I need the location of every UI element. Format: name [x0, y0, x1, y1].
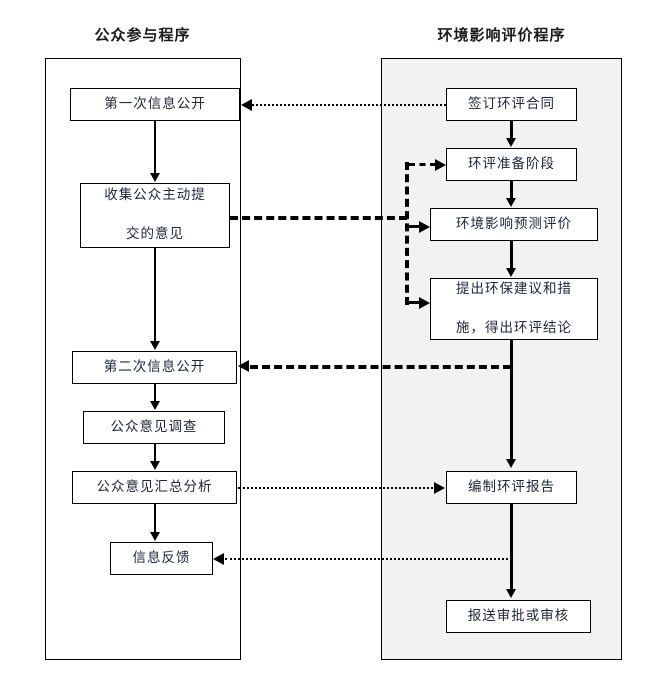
link-branch-to-impact-prediction: [409, 225, 420, 228]
column-title-left: 公众参与程序: [94, 26, 191, 44]
link-collect-opinions-to-branch: [230, 216, 407, 220]
node-suggestions[interactable]: 提出环保建议和措 施，得出环评结论: [430, 278, 598, 340]
connector-suggestions-to-report: [510, 340, 513, 461]
node-label: 编制环评报告: [468, 478, 555, 495]
arrowhead-branch-to-prep-stage: [435, 158, 446, 171]
node-label: 第二次信息公开: [103, 358, 206, 375]
node-feedback[interactable]: 信息反馈: [110, 542, 213, 575]
node-label: 公众意见调查: [110, 418, 198, 435]
connector-prep-to-prediction: [510, 181, 513, 200]
connector-contract-to-prep: [510, 121, 513, 140]
node-label: 环境影响预测评价: [456, 215, 572, 232]
branch-vertical-line: [405, 162, 409, 305]
connector-survey-to-analysis: [153, 444, 157, 463]
node-prep-stage[interactable]: 环评准备阶段: [446, 148, 577, 181]
node-label: 签订环评合同: [468, 95, 555, 112]
node-label: 提出环保建议和措 施，得出环评结论: [456, 280, 572, 336]
node-opinion-analysis[interactable]: 公众意见汇总分析: [72, 471, 237, 504]
arrowhead-contract-to-first-disclosure: [241, 98, 252, 111]
link-contract-to-first-disclosure: [252, 104, 446, 106]
arrowhead-suggestions-to-second-disclosure: [238, 359, 249, 372]
link-branch-to-prep-stage: [409, 163, 436, 166]
arrowhead-branch-to-suggestions: [419, 296, 430, 309]
node-impact-prediction[interactable]: 环境影响预测评价: [430, 208, 598, 241]
arrowhead-contract-to-prep: [506, 138, 516, 147]
connector-second-to-survey: [153, 384, 157, 403]
link-suggestions-to-second-disclosure: [250, 365, 511, 369]
node-sign-contract[interactable]: 签订环评合同: [446, 88, 577, 121]
node-label: 环评准备阶段: [468, 155, 555, 172]
node-label: 公众意见汇总分析: [96, 478, 213, 495]
node-label: 信息反馈: [132, 549, 191, 566]
node-second-disclosure[interactable]: 第二次信息公开: [72, 351, 237, 384]
connector-prediction-to-suggestions: [510, 241, 513, 270]
arrowhead-opinion-analysis-to-compile-report: [434, 481, 445, 494]
link-compile-report-to-feedback: [225, 558, 512, 560]
column-title-right: 环境影响评价程序: [437, 26, 566, 44]
node-label: 报送审批或审核: [467, 607, 570, 624]
arrowhead-analysis-to-feedback: [149, 532, 160, 541]
arrowhead-report-to-submit: [506, 589, 516, 598]
arrowhead-suggestions-to-report: [506, 459, 516, 468]
arrowhead-prediction-to-suggestions: [506, 268, 516, 277]
node-compile-report[interactable]: 编制环评报告: [446, 471, 577, 504]
node-label: 收集公众主动提 交的意见: [104, 187, 206, 243]
node-first-disclosure[interactable]: 第一次信息公开: [70, 88, 240, 121]
link-branch-to-suggestions: [409, 301, 420, 304]
node-submit-approval[interactable]: 报送审批或审核: [446, 600, 591, 633]
connector-report-to-submit: [510, 504, 513, 591]
arrowhead-compile-report-to-feedback: [213, 552, 224, 565]
node-collect-opinions[interactable]: 收集公众主动提 交的意见: [80, 183, 230, 248]
arrowhead-collect-to-second: [149, 341, 160, 350]
node-label: 第一次信息公开: [104, 95, 206, 112]
node-opinion-survey[interactable]: 公众意见调查: [83, 411, 225, 444]
arrowhead-survey-to-analysis: [149, 461, 160, 470]
arrowhead-prep-to-prediction: [506, 198, 516, 207]
connector-collect-to-second: [153, 248, 157, 343]
connector-analysis-to-feedback: [153, 504, 157, 534]
arrowhead-second-to-survey: [149, 401, 160, 410]
link-opinion-analysis-to-compile-report: [238, 487, 433, 489]
arrowhead-first-to-collect: [149, 173, 160, 182]
connector-first-to-collect: [153, 121, 157, 174]
arrowhead-branch-to-impact-prediction: [419, 220, 430, 233]
